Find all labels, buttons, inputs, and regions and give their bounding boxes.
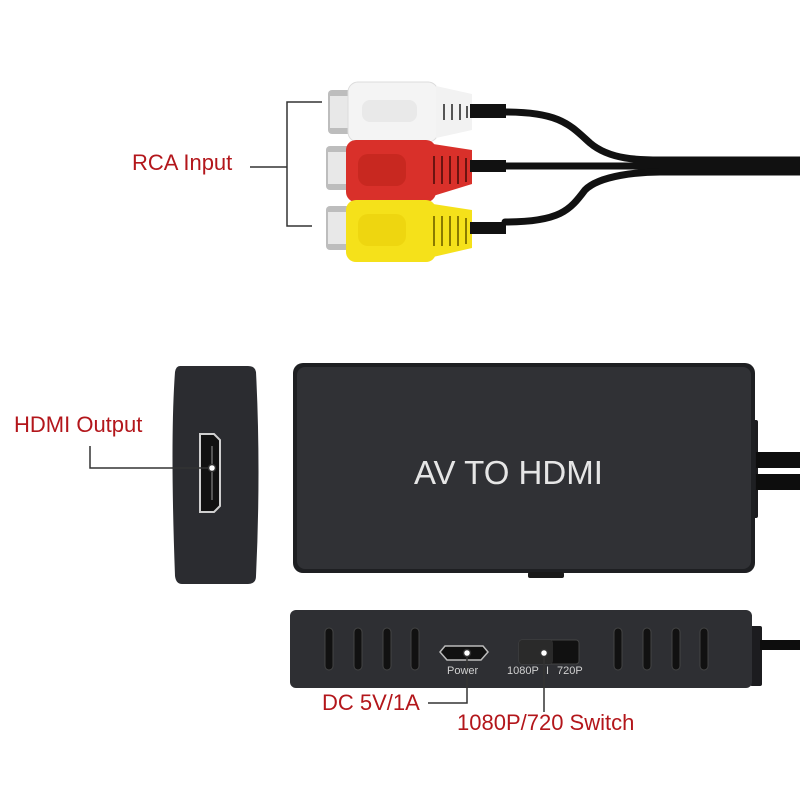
rca-plug-white-icon: [328, 81, 506, 143]
hdmi-port-icon: [199, 433, 221, 513]
device-top-view: [293, 363, 800, 578]
hdmi-output-label: HDMI Output: [14, 412, 143, 437]
rca-cables: [501, 108, 800, 226]
switch-label-1080p: 1080P: [507, 665, 539, 677]
dc-power-label: DC 5V/1A: [322, 690, 420, 715]
hdmi-callout-line: [89, 446, 217, 473]
vent-slots: [324, 627, 709, 671]
rca-input-label: RCA Input: [132, 150, 233, 175]
rca-callout-bracket: [250, 101, 322, 227]
switch-label-720p: 720P: [557, 665, 583, 677]
device-brand-label: AV TO HDMI: [414, 454, 603, 491]
resolution-switch-label: 1080P/720 Switch: [457, 710, 635, 735]
side-callout-lines: [428, 648, 549, 712]
rca-plug-red-icon: [326, 140, 506, 202]
power-port-label: Power: [447, 665, 479, 677]
slide-switch-icon: [518, 639, 580, 665]
device-side-view: [290, 610, 800, 688]
switch-separator: I: [546, 665, 550, 677]
rca-plug-yellow-icon: [326, 200, 506, 262]
